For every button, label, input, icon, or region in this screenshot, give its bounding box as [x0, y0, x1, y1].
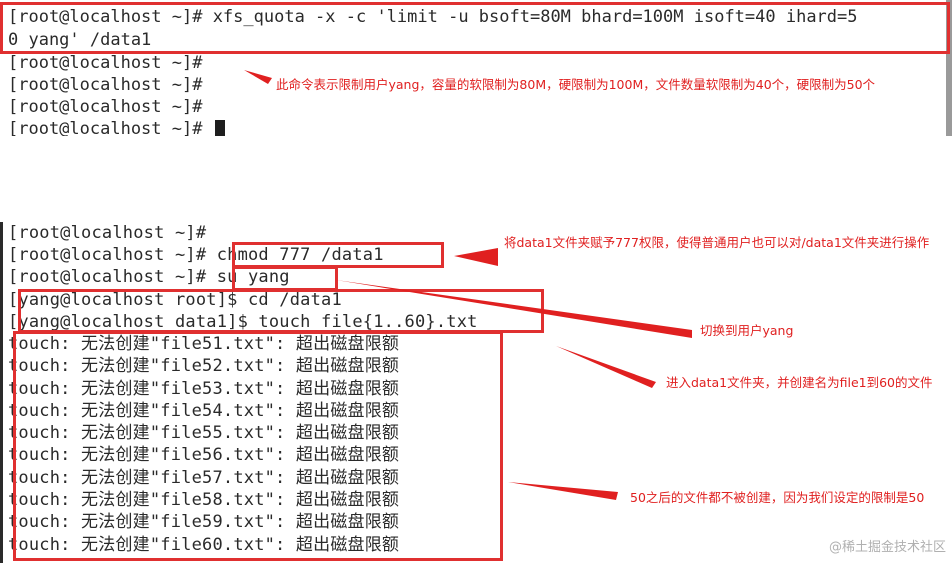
terminal-line: [root@localhost ~]# chmod 777 /data1 [8, 245, 384, 265]
terminal-line: [root@localhost ~]# xfs_quota -x -c 'lim… [8, 7, 858, 27]
annotation-errors: 50之后的文件都不被创建，因为我们设定的限制是50 [630, 490, 925, 505]
arrow-to-quota-command [244, 70, 272, 84]
terminal-line: [yang@localhost root]$ cd /data1 [8, 290, 342, 310]
terminal-line: [yang@localhost data1]$ touch file{1..60… [8, 312, 478, 332]
terminal-window-2: [root@localhost ~]# [root@localhost ~]# … [0, 222, 560, 563]
error-line: touch: 无法创建"file53.txt": 超出磁盘限额 [8, 379, 400, 399]
highlight-box-errors [13, 331, 503, 561]
watermark: @稀土掘金技术社区 [828, 540, 946, 555]
terminal-left-edge [0, 222, 3, 563]
terminal-line: [root@localhost ~]# [8, 75, 203, 95]
annotation-xfs-quota: 此命令表示限制用户yang，容量的软限制为80M，硬限制为100M，文件数量软限… [276, 77, 876, 92]
terminal-line-text: [root@localhost ~]# [8, 119, 213, 136]
error-line: touch: 无法创建"file54.txt": 超出磁盘限额 [8, 401, 400, 421]
error-line: touch: 无法创建"file58.txt": 超出磁盘限额 [8, 490, 400, 510]
terminal-prompt-line[interactable]: [root@localhost ~]# [8, 118, 225, 136]
arrow-to-errors [508, 482, 618, 500]
terminal-line: 0 yang' /data1 [8, 30, 152, 50]
error-line: touch: 无法创建"file60.txt": 超出磁盘限额 [8, 535, 400, 555]
text-cursor [214, 120, 225, 136]
error-line: touch: 无法创建"file55.txt": 超出磁盘限额 [8, 423, 400, 443]
annotation-cd-touch: 进入data1文件夹，并创建名为file1到60的文件 [666, 375, 933, 390]
arrow-to-su-yang [336, 280, 692, 338]
error-line: touch: 无法创建"file56.txt": 超出磁盘限额 [8, 445, 400, 465]
highlight-box-xfs-quota-command [0, 2, 950, 54]
error-line: touch: 无法创建"file52.txt": 超出磁盘限额 [8, 356, 400, 376]
error-line: touch: 无法创建"file51.txt": 超出磁盘限额 [8, 334, 400, 354]
scrollbar[interactable] [946, 0, 952, 136]
terminal-line: [root@localhost ~]# [8, 97, 203, 117]
highlight-box-chmod [232, 242, 444, 268]
terminal-window-1: [root@localhost ~]# xfs_quota -x -c 'lim… [0, 0, 952, 136]
terminal-line: [root@localhost ~]# [8, 223, 207, 243]
annotation-su-yang: 切换到用户yang [700, 323, 794, 338]
annotation-chmod: 将data1文件夹赋予777权限，使得普通用户也可以对/data1文件夹进行操作 [504, 235, 930, 250]
arrow-to-cd-touch [556, 346, 656, 388]
arrow-to-chmod [454, 248, 498, 266]
error-line: touch: 无法创建"file57.txt": 超出磁盘限额 [8, 468, 400, 488]
error-line: touch: 无法创建"file59.txt": 超出磁盘限额 [8, 512, 400, 532]
terminal-line: [root@localhost ~]# [8, 53, 203, 73]
